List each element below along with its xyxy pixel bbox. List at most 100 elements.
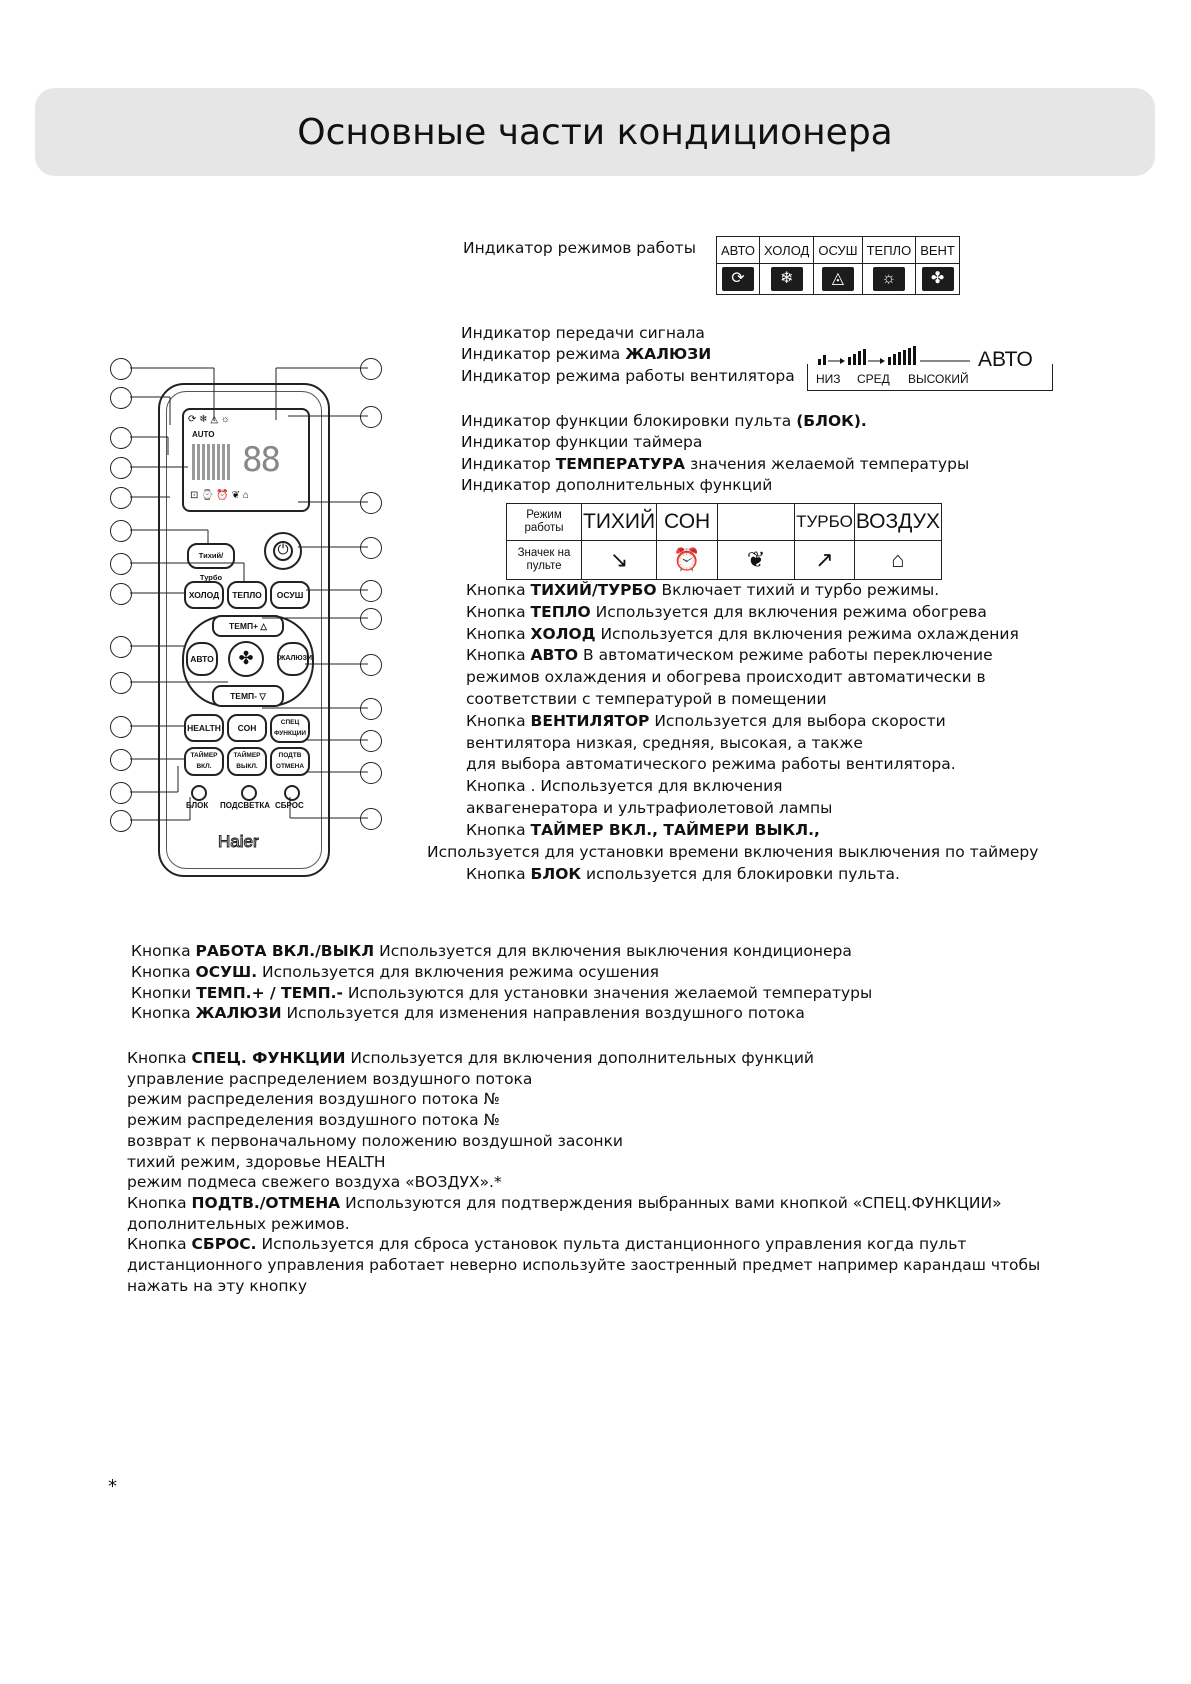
lock-button-suffix: используется для блокировки пульта.	[581, 865, 900, 883]
bottom-desc-line-1: Кнопка ОСУШ. Используется для включения …	[131, 962, 659, 983]
reset-small-button[interactable]	[284, 785, 300, 801]
health-button[interactable]: HEALTH	[184, 714, 224, 742]
callout-circle-left-2	[110, 387, 132, 409]
special-button[interactable]: СПЕЦ ФУНКЦИИ	[270, 714, 310, 743]
louver-button[interactable]: ЖАЛЮЗИ	[277, 642, 312, 676]
lock-label: БЛОК	[186, 801, 209, 810]
line-prefix: управление распределением воздушного пот…	[127, 1069, 533, 1088]
lock-button-bold: БЛОК	[530, 865, 582, 883]
fan-button[interactable]: ✤	[228, 641, 264, 677]
line-suffix: Используются для установки значения жела…	[342, 983, 873, 1002]
special-desc-line-1: управление распределением воздушного пот…	[127, 1069, 532, 1090]
callout-circle-right-4	[360, 537, 382, 559]
line-bold: ПОДТВ./ОТМЕНА	[191, 1193, 341, 1212]
callout-circle-right-1	[360, 358, 382, 380]
line-bold: ЖАЛЮЗИ	[195, 1004, 282, 1023]
callout-circle-left-14	[110, 810, 132, 832]
mode-icon-cell-0: ⟳	[716, 263, 760, 295]
line-prefix: Кнопка	[131, 1004, 196, 1023]
remote-inner-border	[166, 391, 322, 869]
right-desc-line-8: для выбора автоматического режима работы…	[466, 754, 956, 775]
timer-off-button[interactable]: ТАЙМЕР ВЫКЛ.	[227, 747, 267, 776]
line-prefix: Кнопка	[131, 962, 196, 981]
line-prefix: возврат к первоначальному положению возд…	[127, 1131, 623, 1150]
line-prefix: Кнопка	[466, 820, 531, 839]
fan-level-low: НИЗ	[816, 372, 841, 386]
quiet-icon: ↘	[580, 540, 658, 580]
lock-small-button[interactable]	[191, 785, 207, 801]
quiet-turbo-button[interactable]: Тихий/Турбо	[187, 543, 235, 582]
line-prefix: нажать на эту кнопку	[127, 1276, 308, 1295]
temp-up-button[interactable]: ТЕМП+ △	[212, 615, 284, 637]
line-suffix: Используется для включения дополнительны…	[345, 1049, 815, 1067]
callout-circle-left-11	[110, 716, 132, 738]
fan-bars-icon	[818, 346, 970, 365]
mode-icon-cell-2: ◬	[813, 263, 863, 295]
special-desc-line-9: Кнопка СБРОС. Используется для сброса ус…	[127, 1234, 966, 1255]
line-bold: ТИХИЙ/ТУРБО	[530, 581, 657, 599]
louver-indicator-prefix: Индикатор режима	[461, 345, 626, 363]
functions-table: Режим работы ТИХИЙ СОН ТУРБО ВОЗДУХ Знач…	[506, 503, 942, 580]
special-desc-line-10: дистанционного управления работает невер…	[127, 1255, 1040, 1276]
signal-indicator-text: Индикатор передачи сигнала	[461, 324, 705, 342]
line-bold: ТЕПЛО	[530, 602, 591, 621]
sun-icon: ☼	[872, 267, 905, 291]
callout-circle-right-3	[360, 492, 382, 514]
line-prefix: Кнопка	[127, 1193, 192, 1212]
callout-circle-right-11	[360, 808, 382, 830]
timer-usage-text: Используется для установки времени включ…	[427, 843, 1039, 861]
cool-button[interactable]: ХОЛОД	[184, 581, 224, 609]
air-house-icon: ⌂	[853, 540, 942, 580]
line-prefix: режимов охлаждения и обогрева происходит…	[466, 668, 986, 687]
line-prefix: аквагенератора и ультрафиолетовой лампы	[466, 799, 833, 817]
right-desc-line-1: Кнопка ТЕПЛО Используется для включения …	[466, 602, 987, 623]
line-prefix: Кнопка	[127, 1049, 192, 1067]
line-prefix: Кнопка	[466, 624, 531, 643]
line-suffix: В автоматическом режиме работы переключе…	[578, 646, 993, 665]
line-prefix: режим подмеса свежего воздуха «ВОЗДУХ».*	[127, 1173, 502, 1192]
line-bold: ХОЛОД	[530, 624, 596, 643]
sleep-button[interactable]: СОН	[227, 714, 267, 742]
auto-cycle-icon: ⟳	[721, 267, 754, 291]
heat-button[interactable]: ТЕПЛО	[227, 581, 267, 609]
callout-lines	[130, 367, 368, 821]
louver-indicator-text: Индикатор режима ЖАЛЮЗИ	[461, 344, 711, 365]
line-bold: ОСУШ.	[195, 962, 258, 981]
bottom-desc-line-3: Кнопка ЖАЛЮЗИ Используется для изменения…	[131, 1003, 805, 1024]
snowflake-icon: ❄	[770, 267, 803, 291]
line-prefix: Кнопка	[466, 602, 531, 621]
mode-icon-cell-1: ❄	[758, 263, 815, 295]
turbo-icon: ↗	[794, 540, 855, 580]
temp-down-label: ТЕМП-	[230, 691, 257, 701]
fn-mode-quiet: ТИХИЙ	[580, 503, 658, 541]
mode-label-0: АВТО	[716, 236, 760, 264]
power-icon: ⏻	[273, 541, 293, 561]
mode-icon-cell-3: ☼	[861, 263, 917, 295]
light-small-button[interactable]	[241, 785, 257, 801]
lcd-temp-digits: 88	[242, 440, 281, 480]
auto-button[interactable]: АВТО	[186, 642, 218, 676]
confirm-cancel-button[interactable]: ПОДТВ ОТМЕНА	[270, 747, 310, 776]
fan-icon: ✤	[921, 267, 954, 291]
fan-icon: ✤	[238, 648, 254, 669]
footnote-asterisk: *	[108, 1476, 117, 1497]
lcd-extra-icons: ⊡ ⌚ ⏰ ❦ ⌂	[190, 490, 249, 501]
temp-indicator-prefix: Индикатор	[461, 455, 556, 473]
power-button[interactable]: ⏻	[264, 532, 302, 570]
fn-row2-label: Значек на пульте	[506, 540, 582, 580]
lcd-mode-icons: ⟳ ❄ ◬ ☼	[188, 414, 230, 425]
page-title: Основные части кондиционера	[297, 112, 893, 153]
temp-down-button[interactable]: ТЕМП- ▽	[212, 685, 284, 707]
remote-control	[158, 383, 330, 877]
lock-button-prefix: Кнопка	[466, 865, 531, 883]
timer-on-button[interactable]: ТАЙМЕР ВКЛ.	[184, 747, 224, 776]
special-desc-line-6: режим подмеса свежего воздуха «ВОЗДУХ».*	[127, 1172, 502, 1193]
mode-label-2: ОСУШ	[813, 236, 863, 264]
leaf-icon: ❦	[717, 540, 796, 580]
fan-auto-label: АВТО	[978, 348, 1033, 371]
dry-button[interactable]: ОСУШ	[270, 581, 310, 609]
bottom-desc-line-0: Кнопка РАБОТА ВКЛ./ВЫКЛ Используется для…	[131, 941, 852, 962]
line-suffix: Используется для включения режима обогре…	[590, 602, 987, 621]
right-desc-line-6: Кнопка ВЕНТИЛЯТОР Используется для выбор…	[466, 711, 946, 732]
